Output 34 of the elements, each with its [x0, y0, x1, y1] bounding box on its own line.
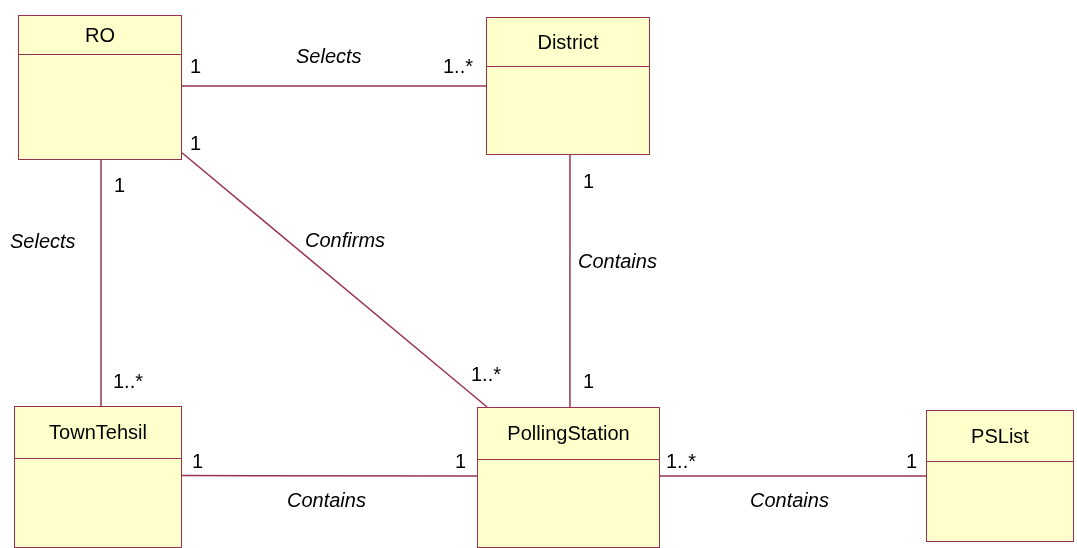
association-line	[659, 475, 927, 477]
class-name: District	[537, 30, 599, 54]
multiplicity-label: 1..*	[443, 55, 474, 78]
edge-label: Contains	[287, 488, 366, 512]
multiplicity-label: 1..*	[113, 370, 144, 393]
edge-label: Confirms	[305, 228, 386, 252]
class-name: TownTehsil	[49, 421, 147, 444]
association-line	[181, 474, 478, 477]
class-box	[477, 407, 660, 548]
multiplicity-label: 1..*	[471, 363, 502, 386]
multiplicity-label: 1	[192, 450, 204, 473]
multiplicity-label: 1	[190, 132, 202, 155]
class-name: PollingStation	[507, 422, 630, 445]
association-line	[569, 154, 571, 408]
multiplicity-label: 1	[583, 170, 595, 193]
class-box	[486, 17, 650, 155]
class-name: PSList	[971, 424, 1029, 448]
association-line	[181, 85, 487, 87]
association-line	[100, 159, 102, 407]
edge-label: Selects	[10, 230, 76, 253]
class-name: RO	[85, 23, 115, 47]
multiplicity-label: 1	[455, 450, 467, 473]
multiplicity-label: 1	[114, 174, 126, 197]
multiplicity-label: 1	[583, 370, 595, 393]
multiplicity-label: 1	[190, 55, 202, 78]
multiplicity-label: 1..*	[666, 450, 697, 473]
edge-label: Contains	[577, 250, 657, 273]
edge-label: Selects	[296, 45, 362, 68]
edge-label: Contains	[750, 489, 829, 513]
association-line	[181, 152, 488, 408]
multiplicity-label: 1	[906, 450, 918, 473]
class-box	[18, 15, 182, 160]
class-box	[14, 406, 182, 548]
class-box	[926, 410, 1074, 542]
